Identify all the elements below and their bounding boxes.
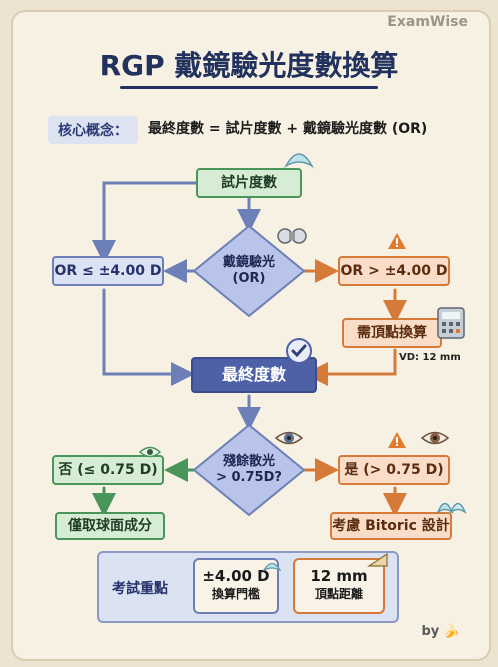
or-decision-line1: 戴鏡驗光 bbox=[222, 254, 275, 270]
smiling-eye-icon bbox=[138, 446, 162, 458]
threshold-value: ±4.00 D bbox=[202, 567, 270, 585]
or-decision-node: 戴鏡驗光 (OR) bbox=[192, 224, 306, 318]
core-concept-formula: 最終度數 = 試片度數 + 戴鏡驗光度數 (OR) bbox=[148, 121, 428, 137]
warning-icon-2 bbox=[388, 432, 406, 448]
or-low-box: OR ≤ ±4.00 D bbox=[52, 256, 164, 286]
phoropter-icon bbox=[277, 228, 307, 244]
lens-mini-icon bbox=[263, 562, 281, 572]
threshold-card: ±4.00 D 換算門檻 bbox=[193, 558, 279, 614]
banana-icon: 🍌 bbox=[443, 624, 460, 639]
eye-icon-2 bbox=[420, 431, 450, 445]
arrow-left-to-final bbox=[102, 288, 195, 386]
vertex-distance-label: 頂點距離 bbox=[314, 587, 363, 601]
arrow-trial-to-left bbox=[92, 181, 198, 264]
vertex-distance-value: 12 mm bbox=[310, 567, 368, 585]
brand-label: ExamWise bbox=[387, 14, 468, 30]
or-high-box: OR > ±4.00 D bbox=[338, 256, 450, 286]
or-decision-line2: (OR) bbox=[232, 271, 266, 286]
sphere-only-box: 僅取球面成分 bbox=[55, 512, 165, 540]
lens-pair-icon bbox=[436, 502, 467, 515]
trial-lens-power-box: 試片度數 bbox=[196, 168, 302, 198]
warning-icon bbox=[388, 233, 406, 249]
residual-astigmatism-decision: 殘餘散光 > 0.75D? bbox=[192, 423, 306, 517]
high-residual-box: 是 (> 0.75 D) bbox=[338, 455, 450, 485]
low-residual-box: 否 (≤ 0.75 D) bbox=[52, 455, 164, 485]
residual-line2: > 0.75D? bbox=[216, 470, 282, 485]
eye-icon bbox=[274, 431, 304, 445]
arrow-vertex-to-final bbox=[304, 348, 397, 386]
threshold-label: 換算門檻 bbox=[211, 587, 260, 601]
exam-points-title: 考試重點 bbox=[112, 581, 168, 597]
residual-line1: 殘餘散光 bbox=[222, 453, 275, 469]
vertex-distance-card: 12 mm 頂點距離 bbox=[293, 558, 385, 614]
footer-by: by 🍌 bbox=[422, 624, 461, 639]
footer-by-text: by bbox=[421, 624, 440, 639]
checkmark-icon bbox=[286, 338, 312, 364]
bitoric-design-box: 考慮 Bitoric 設計 bbox=[330, 512, 452, 540]
core-concept-label: 核心概念： bbox=[48, 116, 138, 144]
vertex-distance-note: VD: 12 mm bbox=[399, 352, 461, 363]
calculator-icon bbox=[437, 307, 465, 339]
title-underline bbox=[120, 86, 378, 89]
ruler-icon bbox=[367, 552, 388, 567]
contact-lens-icon bbox=[284, 153, 314, 169]
vertex-conversion-box: 需頂點換算 bbox=[342, 318, 442, 348]
page-title: RGP 戴鏡驗光度數換算 bbox=[99, 49, 399, 82]
